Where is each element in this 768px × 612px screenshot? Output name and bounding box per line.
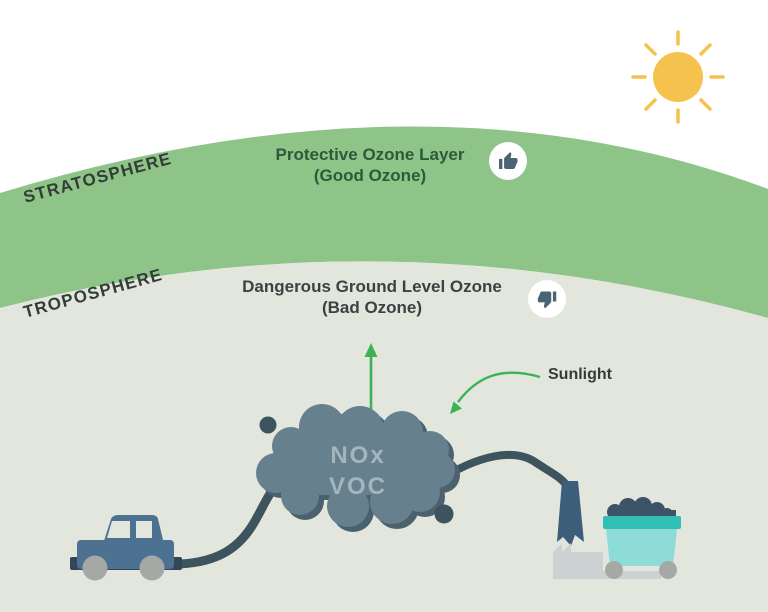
smoke-dot [434, 504, 454, 524]
thumbs-up-icon [489, 142, 527, 180]
car-wheel [82, 555, 108, 581]
bad-ozone-line2: (Bad Ozone) [321, 298, 423, 317]
bin-body [606, 529, 677, 566]
sun-icon [631, 30, 725, 124]
smoke-trail [434, 450, 571, 490]
car-wheel [139, 555, 165, 581]
trash-pile [607, 497, 676, 520]
exhaust-trail [175, 483, 279, 569]
smog-cloud-icon [256, 404, 460, 532]
thumbs-down-icon [528, 280, 566, 318]
sunlight-arrow-icon [450, 371, 541, 414]
factory-icon [553, 481, 681, 579]
bin-rim [603, 516, 681, 529]
emissions-nox: NOx [330, 442, 386, 469]
up-arrow-icon [364, 343, 378, 414]
bad-ozone-caption: Dangerous Ground Level Ozone (Bad Ozone) [222, 276, 522, 318]
dumpster-icon [603, 497, 681, 579]
factory-building [553, 543, 603, 577]
sunlight-label: Sunlight [548, 366, 612, 383]
car-window-front [107, 521, 130, 538]
emissions-voc: VOC [328, 473, 387, 500]
emissions-label: NOx VOC [283, 440, 433, 502]
good-ozone-caption: Protective Ozone Layer (Good Ozone) [220, 144, 520, 186]
bad-ozone-line1: Dangerous Ground Level Ozone [242, 277, 502, 296]
bin-wheel [659, 561, 677, 579]
chimney [557, 481, 584, 546]
good-ozone-line1: Protective Ozone Layer [275, 145, 465, 164]
stratosphere-band [0, 126, 768, 318]
good-ozone-line2: (Good Ozone) [313, 166, 427, 185]
smoke-dot [259, 416, 277, 434]
bin-wheel [605, 561, 623, 579]
car-icon [70, 515, 182, 581]
car-window-rear [136, 521, 152, 538]
